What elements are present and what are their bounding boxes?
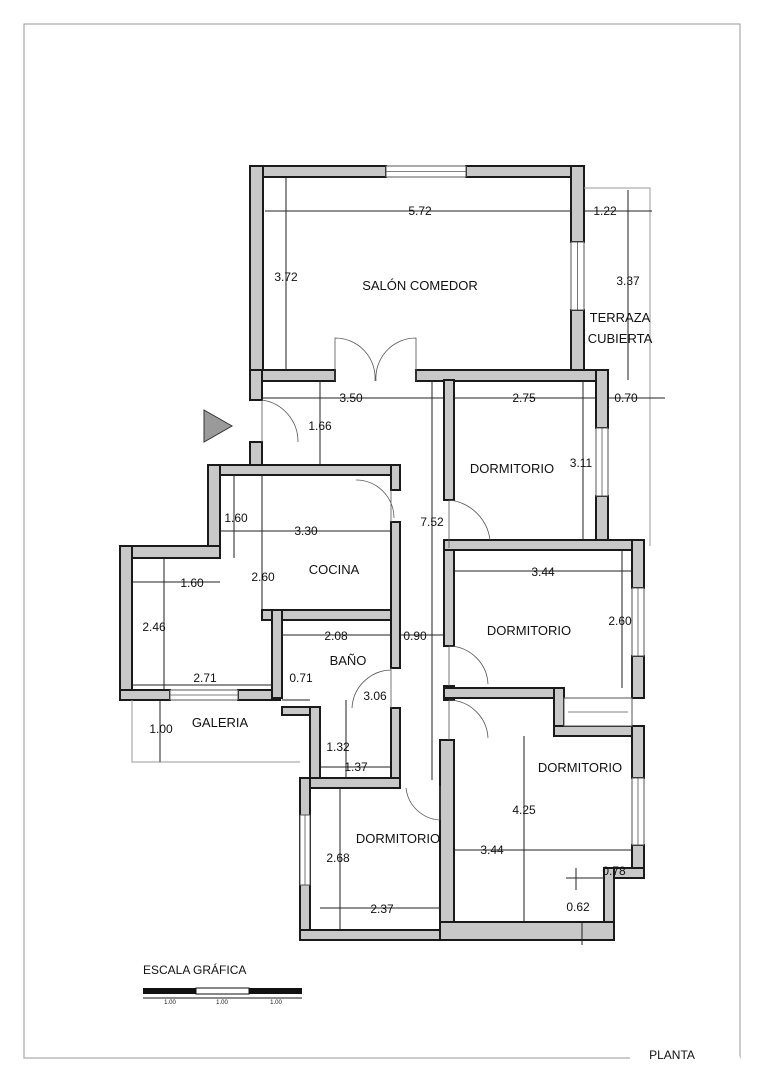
dim-bano-height: 3.06 — [363, 689, 387, 703]
dim-dorm1-height: 3.11 — [570, 456, 593, 470]
dim-cocina-b: 1.60 — [180, 576, 204, 590]
scale-segment-3 — [249, 988, 302, 994]
room-label-dormitorio-4: DORMITORIO — [356, 831, 440, 846]
doors — [261, 337, 491, 821]
room-label-cocina: COCINA — [309, 562, 360, 577]
scale-segment-1 — [143, 988, 196, 994]
dim-wall-070: 0.70 — [614, 391, 638, 405]
room-label-dormitorio-2: DORMITORIO — [487, 623, 571, 638]
walls — [119, 165, 645, 941]
dim-small-width: 1.37 — [344, 760, 368, 774]
dim-corridor-width: 0.90 — [403, 629, 427, 643]
dim-cocina-a: 1.60 — [224, 511, 248, 525]
dim-cocina-width: 3.30 — [294, 524, 318, 538]
dim-bano-width: 2.08 — [324, 629, 348, 643]
entrance-arrow-icon — [203, 409, 234, 443]
scale-label-2: 1.00 — [216, 1000, 228, 1006]
dimension-labels: 5.72 1.22 3.72 3.37 3.50 1.66 2.75 0.70 … — [142, 204, 640, 916]
dim-dorm3-062: 0.62 — [566, 900, 590, 914]
room-label-cubierta: CUBIERTA — [588, 331, 653, 346]
dim-terraza-width: 1.22 — [593, 204, 617, 218]
room-label-terraza: TERRAZA — [590, 310, 651, 325]
dim-dorm1-width: 2.75 — [512, 391, 536, 405]
room-label-galeria: GALERIA — [192, 715, 249, 730]
dim-dorm2-width: 3.44 — [531, 565, 555, 579]
scale-title: ESCALA GRÁFICA — [143, 962, 246, 977]
plan-title: PLANTA — [649, 1048, 695, 1062]
scale-label-1: 1.00 — [164, 1000, 176, 1006]
room-label-salon: SALÓN COMEDOR — [362, 278, 478, 293]
dimension-lines — [132, 178, 665, 945]
scale-label-3: 1.00 — [270, 1000, 282, 1006]
dim-corridor-length: 7.52 — [420, 515, 444, 529]
room-label-dormitorio-3: DORMITORIO — [538, 760, 622, 775]
dim-dorm3-height: 4.25 — [512, 803, 536, 817]
dim-galeria-depth: 1.00 — [149, 722, 173, 736]
dim-passage-width: 0.71 — [289, 671, 313, 685]
dim-cocina-height: 2.60 — [251, 570, 275, 584]
galeria-outline — [131, 700, 300, 763]
dim-dorm4-height: 2.68 — [326, 851, 350, 865]
room-label-dormitorio-1: DORMITORIO — [470, 461, 554, 476]
terrace-outline — [584, 187, 651, 546]
dim-dorm2-height: 2.60 — [608, 614, 632, 628]
scale-segment-2 — [195, 987, 250, 995]
dim-galeria-height: 2.46 — [142, 620, 166, 634]
dim-dorm3-078: 0.78 — [602, 864, 626, 878]
room-labels: SALÓN COMEDOR TERRAZA CUBIERTA DORMITORI… — [192, 278, 653, 846]
dim-terraza-height: 3.37 — [616, 274, 640, 288]
windows — [169, 165, 645, 886]
dim-salon-width: 5.72 — [408, 204, 432, 218]
dim-hall-height: 1.66 — [308, 419, 332, 433]
dim-galeria-width: 2.71 — [193, 671, 217, 685]
dim-hall-width: 3.50 — [339, 391, 363, 405]
sheet-frame — [23, 23, 741, 1059]
dim-dorm4-width: 2.37 — [370, 902, 394, 916]
graphic-scale: ESCALA GRÁFICA 1.00 1.00 1.00 — [143, 962, 302, 1006]
dim-small-height: 1.32 — [326, 740, 350, 754]
dim-dorm3-width: 3.44 — [480, 843, 504, 857]
dim-salon-height: 3.72 — [274, 270, 298, 284]
room-label-bano: BAÑO — [330, 653, 367, 668]
